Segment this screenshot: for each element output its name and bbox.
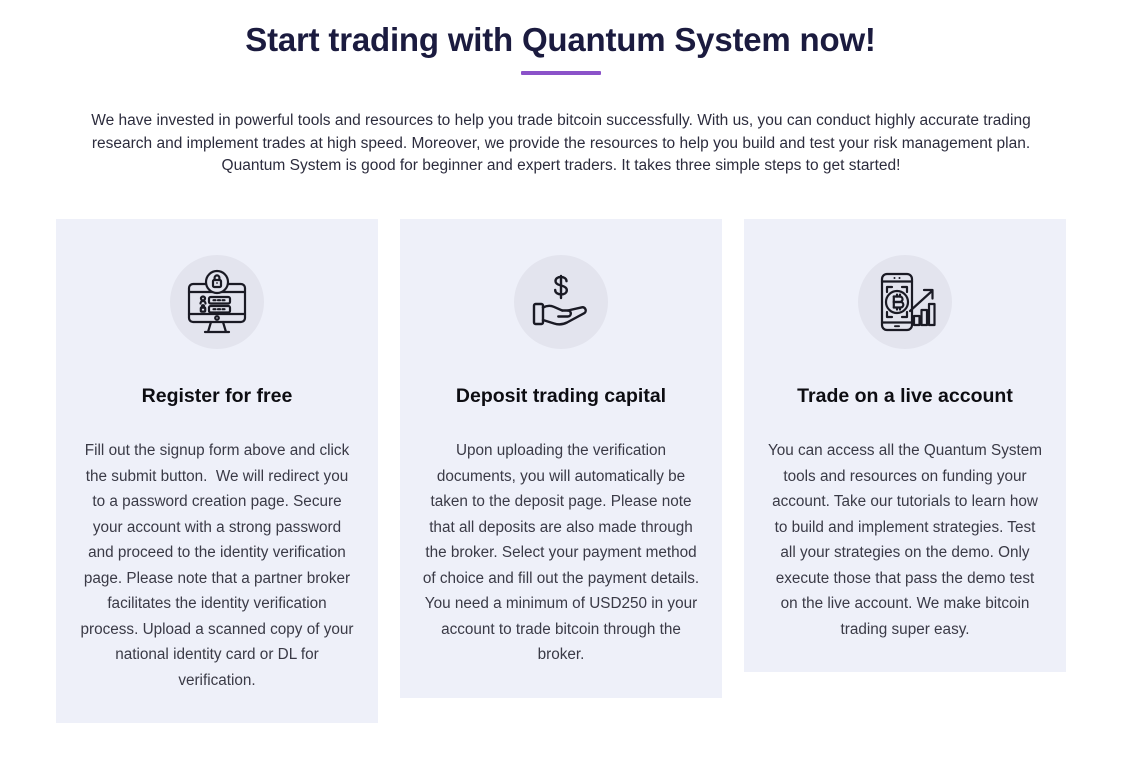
step-card-title: Deposit trading capital xyxy=(455,385,667,407)
step-card-body: You can access all the Quantum System to… xyxy=(767,442,1047,638)
step-card-trade: Trade on a live account You can access a… xyxy=(744,219,1066,672)
steps-card-grid: Register for free Fill out the signup fo… xyxy=(56,219,1066,723)
monitor-login-lock-icon xyxy=(170,255,264,349)
hand-dollar-icon xyxy=(514,255,608,349)
step-card-register: Register for free Fill out the signup fo… xyxy=(56,219,378,723)
step-card-title: Register for free xyxy=(141,385,293,407)
title-divider xyxy=(521,71,601,75)
step-card-body: Upon uploading the verification document… xyxy=(422,442,704,663)
step-card-body: Fill out the signup form above and click… xyxy=(80,442,358,689)
intro-paragraph: We have invested in powerful tools and r… xyxy=(91,112,1031,174)
step-card-title: Trade on a live account xyxy=(797,385,1013,407)
mobile-bitcoin-chart-icon xyxy=(858,255,952,349)
step-card-deposit: Deposit trading capital Upon uploading t… xyxy=(400,219,722,698)
page-title: Start trading with Quantum System now! xyxy=(245,21,876,58)
